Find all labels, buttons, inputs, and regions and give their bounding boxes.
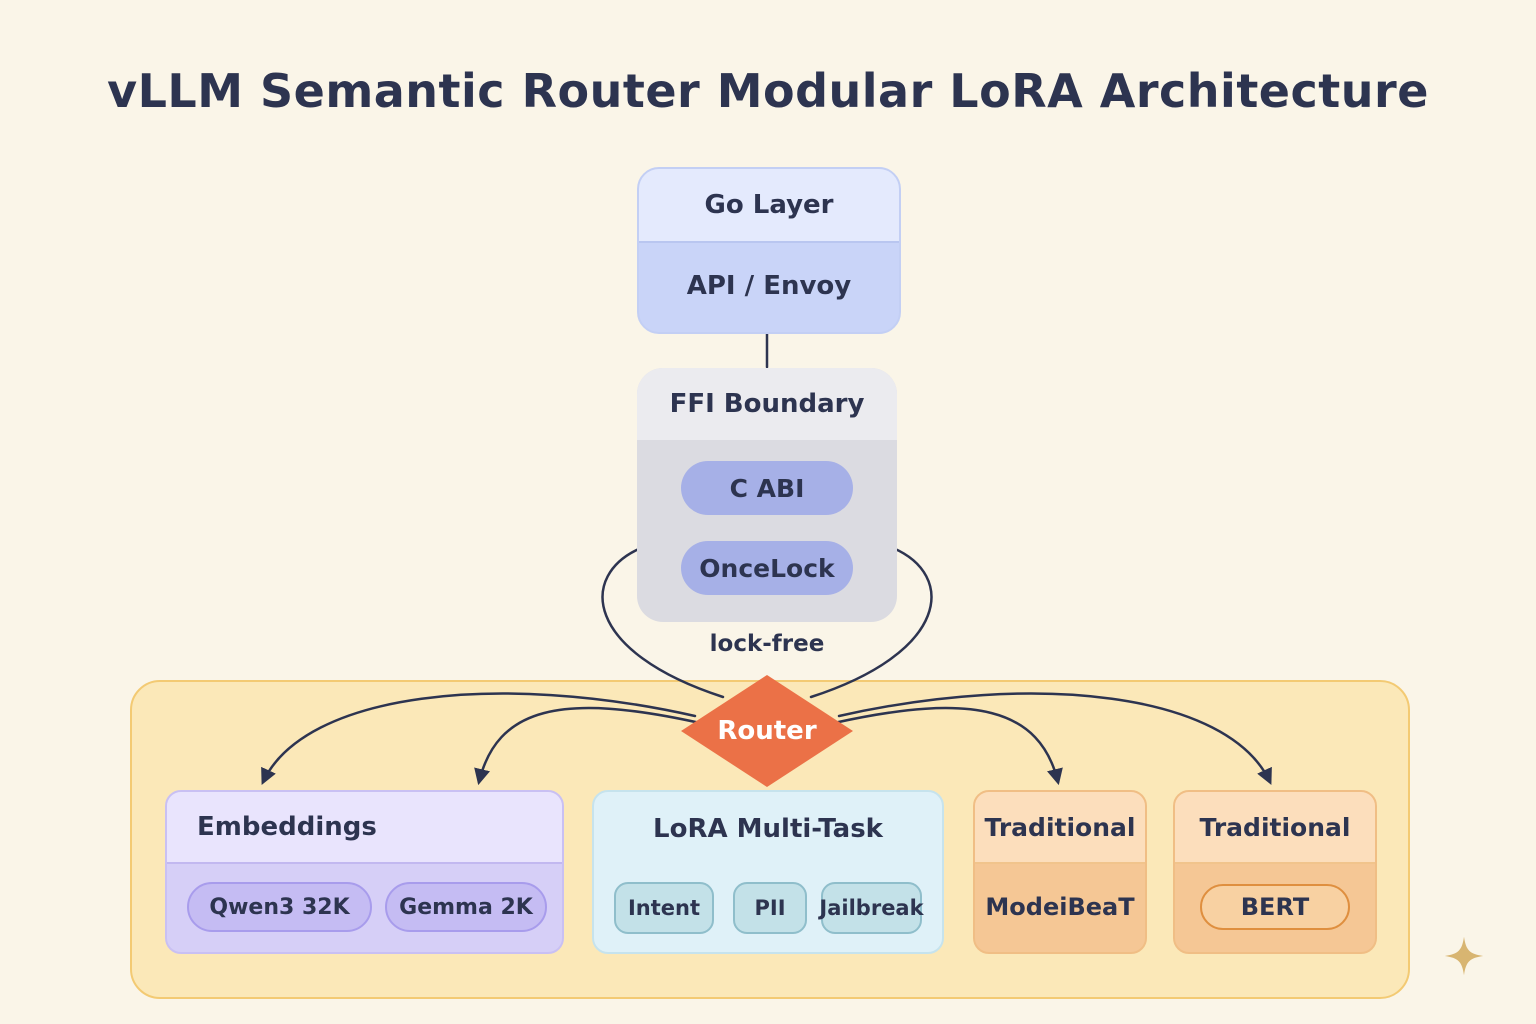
- jailbreak-pill: Jailbreak: [819, 882, 924, 934]
- embeddings-node: Embeddings Qwen3 32K Gemma 2K: [165, 790, 564, 954]
- qwen3-pill: Qwen3 32K: [187, 882, 372, 932]
- gemma-pill: Gemma 2K: [385, 882, 547, 932]
- api-envoy-label: API / Envoy: [686, 270, 852, 301]
- sparkle-icon: [1444, 936, 1484, 976]
- ffi-boundary-title: FFI Boundary: [637, 368, 897, 440]
- lora-multitask-node: LoRA Multi-Task Intent PII Jailbreak: [592, 790, 944, 954]
- embeddings-body: Qwen3 32K Gemma 2K: [167, 864, 562, 950]
- oncelock-pill: OnceLock: [681, 541, 853, 595]
- modernbert-label: ModeiBeaT: [985, 893, 1135, 921]
- ffi-boundary-node: FFI Boundary C ABI OnceLock: [637, 368, 897, 622]
- go-layer-node: Go Layer API / Envoy: [637, 167, 901, 334]
- go-layer-title: Go Layer: [639, 169, 899, 243]
- router-label: Router: [717, 716, 817, 746]
- lock-free-label: lock-free: [709, 631, 825, 657]
- bert-pill: BERT: [1200, 884, 1350, 930]
- traditional-bert-node: Traditional BERT: [1173, 790, 1377, 954]
- embeddings-title: Embeddings: [167, 792, 562, 864]
- traditional-2-body: BERT: [1175, 864, 1375, 950]
- diagram-title: vLLM Semantic Router Modular LoRA Archit…: [107, 64, 1429, 118]
- pii-pill: PII: [733, 882, 807, 934]
- lora-multitask-title: LoRA Multi-Task: [653, 814, 883, 844]
- intent-pill: Intent: [614, 882, 714, 934]
- traditional-1-title: Traditional: [975, 792, 1145, 864]
- traditional-modernbert-node: Traditional ModeiBeaT: [973, 790, 1147, 954]
- c-abi-pill: C ABI: [681, 461, 853, 515]
- traditional-2-title: Traditional: [1175, 792, 1375, 864]
